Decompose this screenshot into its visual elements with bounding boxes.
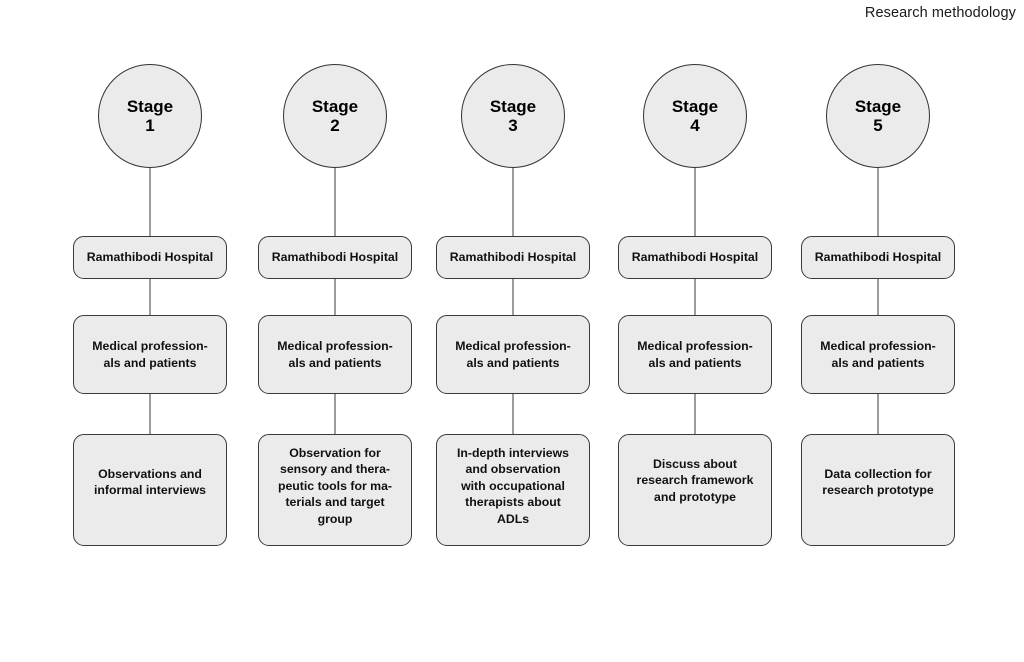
hospital-box-4[interactable]: Ramathibodi Hospital (618, 236, 772, 279)
activity-label: In-depth interviews and observation with… (456, 446, 570, 526)
activity-label: Discuss about research framework and pro… (636, 457, 754, 504)
stage-label: Stage (126, 96, 174, 116)
participants-label: Medical profession- als and patients (92, 339, 208, 370)
activity-box-3[interactable]: In-depth interviews and observation with… (436, 434, 590, 546)
participants-box-5[interactable]: Medical profession- als and patients (801, 315, 955, 394)
stage-number: 1 (145, 116, 155, 135)
page-title: Research methodology (864, 5, 1016, 21)
stage-label: Stage (854, 96, 902, 116)
stage-circle-2[interactable]: Stage 2 (283, 64, 387, 168)
hospital-label: Ramathibodi Hospital (271, 250, 399, 265)
stage-label: Stage (489, 96, 537, 116)
participants-label: Medical profession- als and patients (455, 339, 571, 370)
connector-participants-to-activity (149, 394, 151, 434)
stage-circle-3[interactable]: Stage 3 (461, 64, 565, 168)
activity-label: Data collection for research prototype (822, 467, 934, 498)
activity-label: Observations and informal interviews (93, 467, 207, 498)
connector-circle-to-hospital (334, 168, 336, 236)
hospital-label: Ramathibodi Hospital (449, 250, 577, 265)
connector-circle-to-hospital (149, 168, 151, 236)
stage-circle-1[interactable]: Stage 1 (98, 64, 202, 168)
participants-label: Medical profession- als and patients (637, 339, 753, 370)
stage-circle-5[interactable]: Stage 5 (826, 64, 930, 168)
stage-number: 5 (873, 116, 883, 135)
hospital-box-3[interactable]: Ramathibodi Hospital (436, 236, 590, 279)
connector-circle-to-hospital (877, 168, 879, 236)
hospital-label: Ramathibodi Hospital (86, 250, 214, 265)
stage-number: 4 (690, 116, 700, 135)
connector-participants-to-activity (694, 394, 696, 434)
participants-label: Medical profession- als and patients (820, 339, 936, 370)
hospital-box-5[interactable]: Ramathibodi Hospital (801, 236, 955, 279)
connector-participants-to-activity (334, 394, 336, 434)
connector-circle-to-hospital (512, 168, 514, 236)
connector-participants-to-activity (877, 394, 879, 434)
connector-participants-to-activity (512, 394, 514, 434)
stage-number: 2 (330, 116, 340, 135)
activity-label: Observation for sensory and thera- peuti… (277, 446, 393, 526)
hospital-box-1[interactable]: Ramathibodi Hospital (73, 236, 227, 279)
hospital-box-2[interactable]: Ramathibodi Hospital (258, 236, 412, 279)
connector-circle-to-hospital (694, 168, 696, 236)
stage-number: 3 (508, 116, 518, 135)
activity-box-4[interactable]: Discuss about research framework and pro… (618, 434, 772, 546)
participants-label: Medical profession- als and patients (277, 339, 393, 370)
stage-circle-4[interactable]: Stage 4 (643, 64, 747, 168)
stage-label: Stage (671, 96, 719, 116)
hospital-label: Ramathibodi Hospital (631, 250, 759, 265)
participants-box-1[interactable]: Medical profession- als and patients (73, 315, 227, 394)
participants-box-2[interactable]: Medical profession- als and patients (258, 315, 412, 394)
participants-box-3[interactable]: Medical profession- als and patients (436, 315, 590, 394)
participants-box-4[interactable]: Medical profession- als and patients (618, 315, 772, 394)
hospital-label: Ramathibodi Hospital (814, 250, 942, 265)
activity-box-1[interactable]: Observations and informal interviews (73, 434, 227, 546)
activity-box-5[interactable]: Data collection for research prototype (801, 434, 955, 546)
stage-label: Stage (311, 96, 359, 116)
activity-box-2[interactable]: Observation for sensory and thera- peuti… (258, 434, 412, 546)
